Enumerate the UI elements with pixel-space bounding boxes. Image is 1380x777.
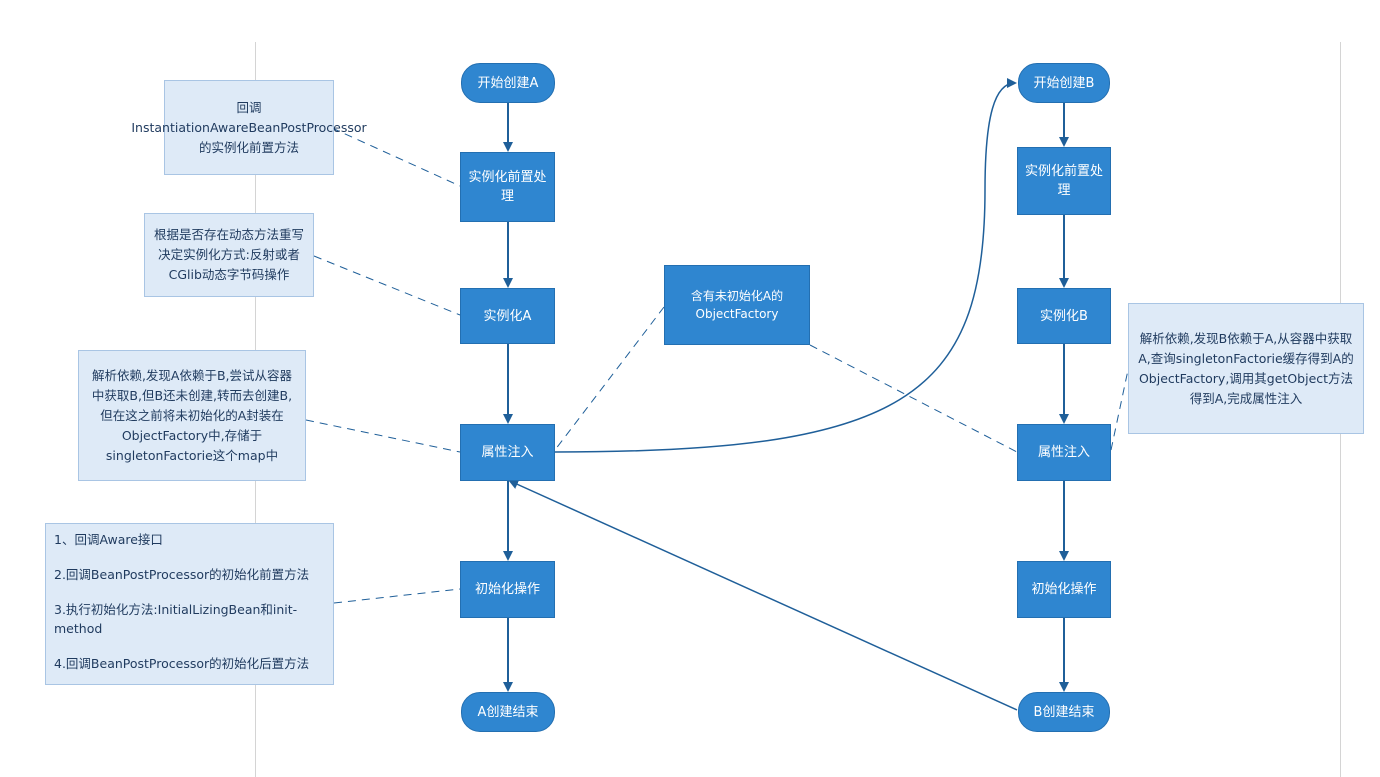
note-init-step-1: 1、回调Aware接口 xyxy=(54,532,163,547)
note-inject-a: 解析依赖,发现A依赖于B,尝试从容器中获取B,但B还未创建,转而去创建B,但在这… xyxy=(78,350,306,481)
dash-note-inject-a xyxy=(305,419,461,453)
note-pre-instantiation: 回调InstantiationAwareBeanPostProcessor的实例… xyxy=(131,80,367,175)
flow-a-property-injection[interactable]: 属性注入 xyxy=(460,424,555,481)
dash-note-inject-b xyxy=(1110,369,1129,451)
flow-b-end[interactable]: B创建结束 xyxy=(1018,692,1110,732)
flow-b-pre-instantiation[interactable]: 实例化前置处理 xyxy=(1017,147,1111,215)
dash-note-inst xyxy=(313,255,461,316)
note-initialize-steps: 1、回调Aware接口 2.回调BeanPostProcessor的初始化前置方… xyxy=(45,523,334,685)
flow-b-start[interactable]: 开始创建B xyxy=(1018,63,1110,103)
note-inject-b: 解析依赖,发现B依赖于A,从容器中获取A,查询singletonFactorie… xyxy=(1128,303,1364,434)
dash-note-init xyxy=(333,588,461,604)
flow-a-initialize[interactable]: 初始化操作 xyxy=(460,561,555,618)
flow-a-pre-instantiation[interactable]: 实例化前置处理 xyxy=(460,152,555,222)
flow-b-initialize[interactable]: 初始化操作 xyxy=(1017,561,1111,618)
note-init-step-3: 3.执行初始化方法:InitialLizingBean和init-method xyxy=(54,602,298,636)
flow-a-end[interactable]: A创建结束 xyxy=(461,692,555,732)
dash-objectfactory-inject-a xyxy=(554,306,665,451)
dash-objectfactory-inject-b xyxy=(809,344,1018,453)
arrow-b-end-to-a-inject xyxy=(508,479,1018,711)
object-factory-box[interactable]: 含有未初始化A的ObjectFactory xyxy=(664,265,810,345)
flow-a-instantiate[interactable]: 实例化A xyxy=(460,288,555,344)
note-init-step-4: 4.回调BeanPostProcessor的初始化后置方法 xyxy=(54,656,310,671)
note-init-step-2: 2.回调BeanPostProcessor的初始化前置方法 xyxy=(54,567,310,582)
flow-b-property-injection[interactable]: 属性注入 xyxy=(1017,424,1111,481)
flow-b-instantiate[interactable]: 实例化B xyxy=(1017,288,1111,344)
flow-a-start[interactable]: 开始创建A xyxy=(461,63,555,103)
note-instantiation-strategy: 根据是否存在动态方法重写决定实例化方式:反射或者CGlib动态字节码操作 xyxy=(144,213,314,297)
